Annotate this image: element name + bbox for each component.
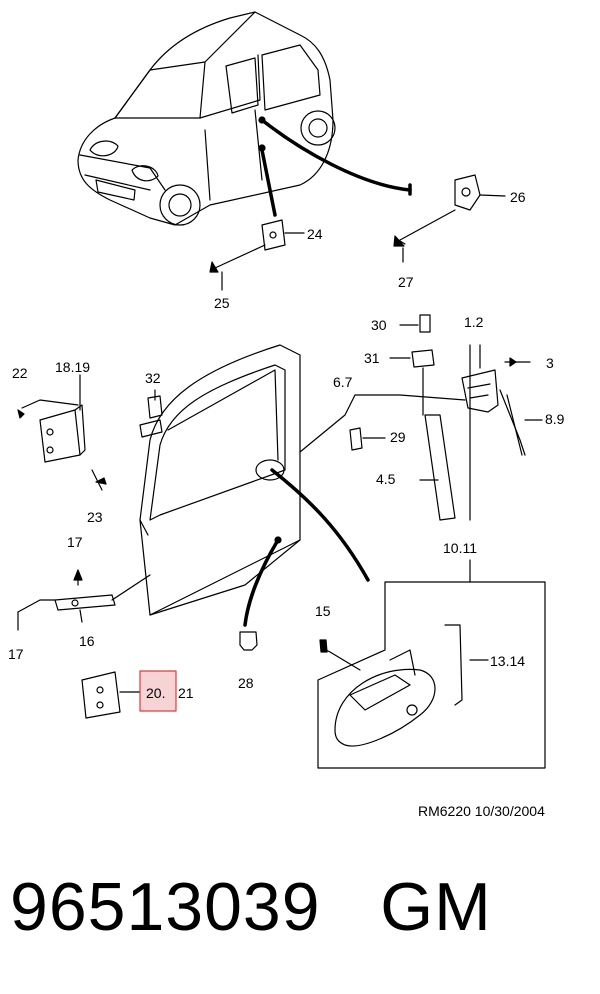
callout-17-top: 17: [67, 534, 83, 550]
callout-18-19: 18.19: [55, 359, 90, 375]
check-strap-16: [17, 569, 151, 631]
callout-30: 30: [371, 317, 387, 333]
part-30: [399, 314, 431, 333]
callout-25: 25: [214, 295, 230, 311]
callout-27: 27: [398, 274, 414, 290]
drawing-stamp: RM6220 10/30/2004: [418, 803, 545, 819]
part-31: [389, 349, 435, 416]
clip-32: [139, 389, 163, 438]
hinge-lower: [81, 671, 141, 719]
callout-26: 26: [510, 189, 526, 205]
callout-8-9: 8.9: [545, 411, 565, 427]
callout-17-bottom: 17: [8, 646, 24, 662]
bracket-26: [454, 174, 506, 211]
callout-10-11: 10.11: [443, 540, 477, 556]
car-illustration: [77, 11, 336, 226]
callout-6-7: 6.7: [333, 374, 353, 390]
exploded-parts-diagram: 26 24 25 27 30 1.2 31 3 22 18.19 32 6.7 …: [8, 11, 565, 819]
callout-16: 16: [79, 633, 95, 649]
callout-3: 3: [546, 355, 554, 371]
latch-assembly: [461, 344, 543, 521]
door-panel: [139, 344, 301, 616]
callout-31: 31: [364, 350, 380, 366]
callout-23: 23: [87, 509, 103, 525]
callout-13-14: 13.14: [490, 653, 525, 669]
hinge-upper: [17, 374, 107, 491]
bolt-27: [393, 209, 456, 263]
clip-29: [349, 427, 386, 451]
bracket-24: [261, 219, 305, 251]
screw-25: [209, 244, 266, 291]
callout-24: 24: [307, 226, 323, 242]
callout-28: 28: [238, 675, 254, 691]
callout-29: 29: [390, 429, 406, 445]
callout-labels: 26 24 25 27 30 1.2 31 3 22 18.19 32 6.7 …: [8, 189, 565, 819]
part-number-label: 96513039 GM: [10, 869, 492, 945]
callout-22: 22: [12, 365, 28, 381]
callout-32: 32: [145, 370, 161, 386]
callout-15: 15: [315, 603, 331, 619]
bumper-28: [239, 631, 258, 651]
highlight-box: [139, 670, 177, 712]
callout-4-5: 4.5: [376, 471, 396, 487]
callout-1-2: 1.2: [464, 314, 484, 330]
callout-21: 21: [178, 685, 194, 701]
callout-20: 20.: [146, 685, 165, 701]
handle-detail-box: [317, 559, 546, 769]
